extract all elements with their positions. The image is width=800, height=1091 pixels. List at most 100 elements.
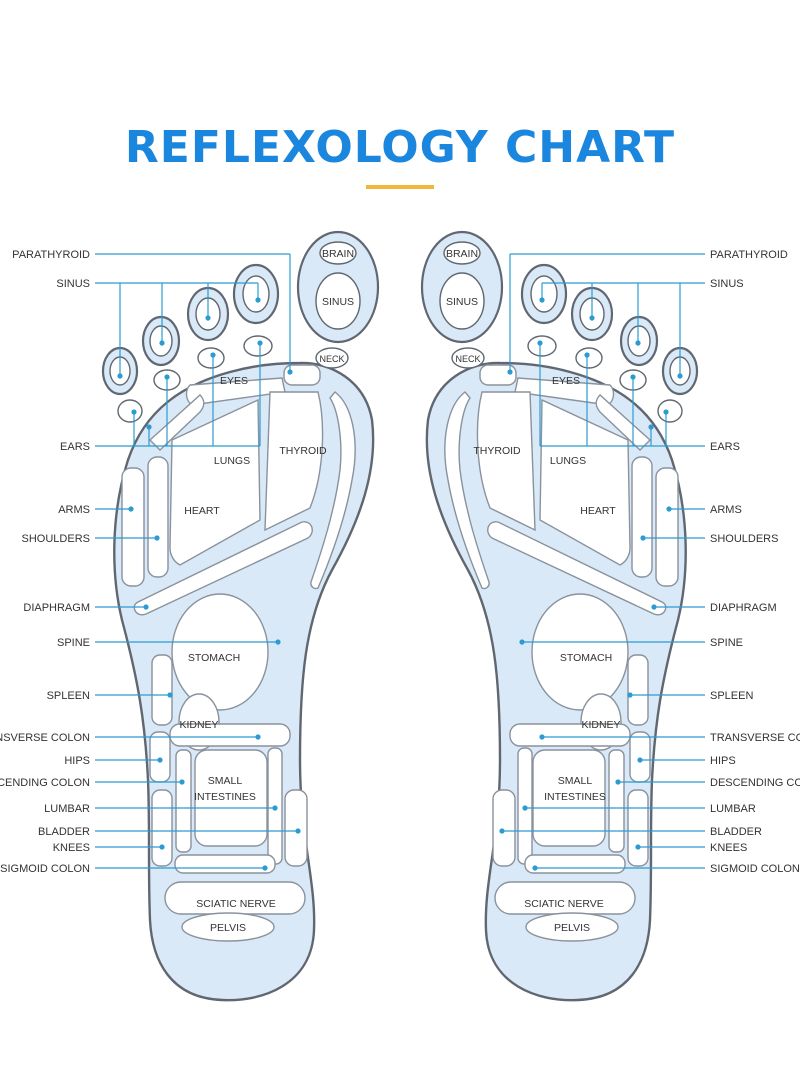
diaphragm-leader-dot-0 <box>143 604 149 610</box>
lumbar-label-left: LUMBAR <box>44 803 90 815</box>
right-foot <box>420 230 699 1002</box>
eye-point-2 <box>197 347 225 369</box>
knees-label-left: KNEES <box>53 842 90 854</box>
spleen-zone <box>151 654 173 726</box>
intestines-label: INTESTINES <box>194 791 256 803</box>
shoulders-label-left: SHOULDERS <box>22 533 90 545</box>
parathyroid-label-right: PARATHYROID <box>710 249 788 261</box>
sinus-leader-dot-r-2 <box>635 340 641 346</box>
arms-label-right: ARMS <box>710 504 742 516</box>
ears-leader-dot-r-3 <box>630 374 636 380</box>
transverse-colon-label-left: TRANSVERSE COLON <box>0 732 90 744</box>
thyroid-label-r: THYROID <box>473 445 521 457</box>
shoulders-label-right: SHOULDERS <box>710 533 778 545</box>
left-foot <box>101 230 380 1002</box>
bladder-label-left: BLADDER <box>38 826 90 838</box>
bladder-leader-dot-0 <box>295 828 301 834</box>
sigmoid-colon-zone <box>174 854 276 874</box>
ears-leader-dot-0 <box>257 340 263 346</box>
neck-label-r: NECK <box>455 354 480 364</box>
ear-point-2 <box>117 399 143 423</box>
eye-point-1 <box>243 335 273 357</box>
descending_colon-leader-dot-0 <box>179 779 185 785</box>
eyes-label-r: EYES <box>552 375 580 387</box>
parathyroid-leader-dot-0 <box>287 369 293 375</box>
diaphragm-zone <box>133 521 313 616</box>
ears-label-right: EARS <box>710 441 740 453</box>
outer-edge-upper <box>310 391 356 590</box>
spine-label-right: SPINE <box>710 637 743 649</box>
sinus-big-label: SINUS <box>322 296 354 308</box>
hips-leader-dot-0 <box>157 757 163 763</box>
sinus-leader-dot-r-0 <box>539 297 545 303</box>
sinus-leader-dot-1 <box>117 373 123 379</box>
sigmoid_colon-leader-dot-0 <box>262 865 268 871</box>
shoulders-leader-dot-0 <box>154 535 160 541</box>
parathyroid-leader-dot-r-0 <box>507 369 513 375</box>
transverse_colon-leader-dot-r-0 <box>539 734 545 740</box>
hips-leader-dot-r-0 <box>637 757 643 763</box>
knees-zone <box>151 789 173 867</box>
sinus-leader-dot-r-3 <box>589 315 595 321</box>
spleen-label-left: SPLEEN <box>47 690 90 702</box>
spine-label-left: SPINE <box>57 637 90 649</box>
diaphragm-label-left: DIAPHRAGM <box>23 602 90 614</box>
intestines-label-r: INTESTINES <box>544 791 606 803</box>
neck-label: NECK <box>319 354 344 364</box>
sinus-label-left: SINUS <box>56 278 90 290</box>
left-zone-labels: BRAIN SINUS NECK EYES LUNGS THYROID HEAR… <box>179 248 354 934</box>
spine-leader-dot-r-0 <box>519 639 525 645</box>
heart-label-r: HEART <box>580 505 616 517</box>
lungs-zone <box>169 398 261 566</box>
transverse-colon-label-right: TRANSVERSE COLON <box>710 732 800 744</box>
pelvis-label-r: PELVIS <box>554 922 590 934</box>
sigmoid-colon-label-right: SIGMOID COLON <box>710 863 800 875</box>
brain-label-r: BRAIN <box>446 248 478 260</box>
stomach-zone <box>171 593 269 711</box>
knees-leader-dot-r-0 <box>635 844 641 850</box>
descending-colon-zone <box>175 749 192 853</box>
thyroid-label: THYROID <box>279 445 327 457</box>
ears-leader-dot-1 <box>131 409 137 415</box>
sinus-leader-dot-r-1 <box>677 373 683 379</box>
ears-leader-dot-r-2 <box>648 424 654 430</box>
title-underline <box>366 185 434 189</box>
parathyroid-label-left: PARATHYROID <box>12 249 90 261</box>
kidney-label-r: KIDNEY <box>581 719 620 731</box>
hips-label-right: HIPS <box>710 755 736 767</box>
ears-label-left: EARS <box>60 441 90 453</box>
lumbar-leader-dot-0 <box>272 805 278 811</box>
sinus-leader-dot-2 <box>159 340 165 346</box>
stomach-label-r: STOMACH <box>560 652 612 664</box>
small-label-r: SMALL <box>558 775 593 787</box>
ears-leader-dot-3 <box>164 374 170 380</box>
bladder-zone <box>284 789 308 867</box>
page-title: REFLEXOLOGY CHART <box>124 122 676 173</box>
right-zone-labels: BRAIN SINUS NECK EYES LUNGS THYROID HEAR… <box>446 248 621 934</box>
brain-label: BRAIN <box>322 248 354 260</box>
shoulders-leader-dot-r-0 <box>640 535 646 541</box>
sinus-label-right: SINUS <box>710 278 744 290</box>
brain-zone <box>319 241 357 265</box>
sciatic-nerve-label: SCIATIC NERVE <box>196 898 276 910</box>
descending-colon-label-left: DESCENDING COLON <box>0 777 90 789</box>
heart-label: HEART <box>184 505 220 517</box>
bladder-label-right: BLADDER <box>710 826 762 838</box>
sciatic-nerve-label-r: SCIATIC NERVE <box>524 898 604 910</box>
descending-colon-label-right: DESCENDING COLON <box>710 777 800 789</box>
sinus-leader-dot-3 <box>205 315 211 321</box>
thyroid-zone <box>264 391 324 532</box>
small-label: SMALL <box>208 775 243 787</box>
sinus-zone-big <box>315 272 361 330</box>
ears-leader-dot-2 <box>146 424 152 430</box>
sigmoid_colon-leader-dot-r-0 <box>532 865 538 871</box>
shoulders-zone <box>147 456 169 578</box>
knees-leader-dot-0 <box>159 844 165 850</box>
side-labels-right: PARATHYROID SINUS EARS ARMS SHOULDERS DIAPHRA… <box>710 249 800 875</box>
sinus-leader-dot-0 <box>255 297 261 303</box>
hips-label-left: HIPS <box>64 755 90 767</box>
diaphragm-label-right: DIAPHRAGM <box>710 602 777 614</box>
lumbar-label-right: LUMBAR <box>710 803 756 815</box>
knees-label-right: KNEES <box>710 842 747 854</box>
